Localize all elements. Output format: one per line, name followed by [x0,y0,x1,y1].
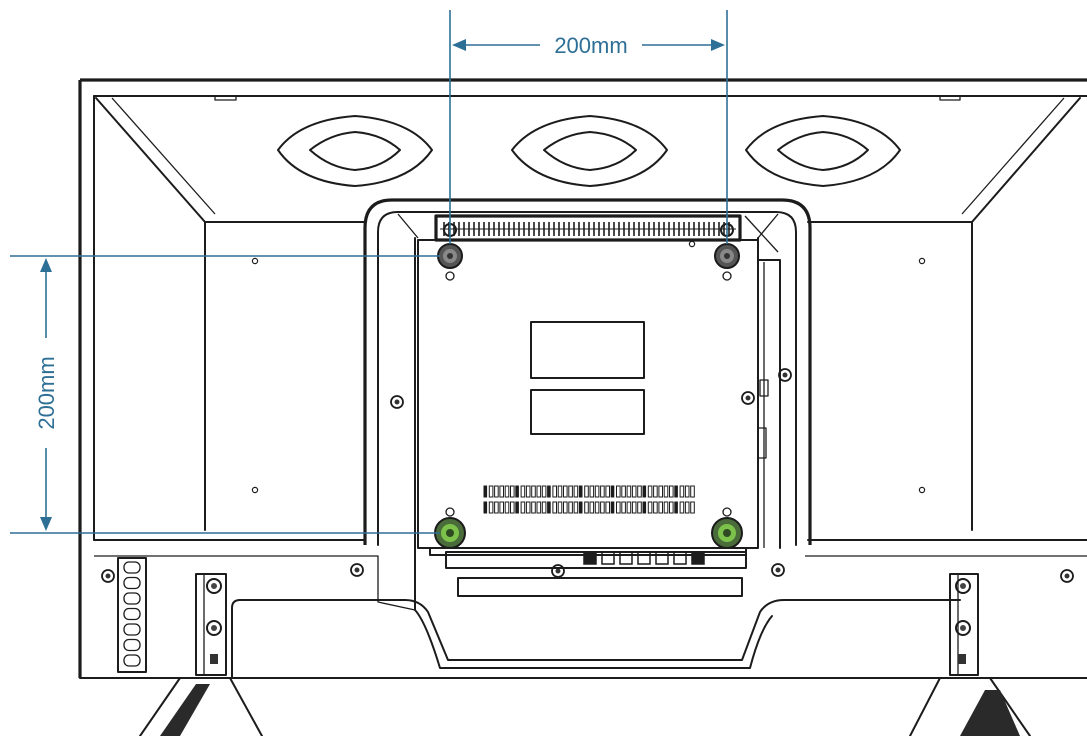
vent-slot-center [511,115,668,187]
stand-left [139,573,263,736]
tv-back-shell [78,78,1087,679]
mount-hole-bottom-left [434,507,466,549]
port-boxes [583,551,705,565]
vertical-dimension-label: 200mm [34,356,59,429]
vent-slot-left [277,115,433,187]
horizontal-dimension: 200mm [449,10,728,244]
label-area-top [530,321,645,379]
side-button-panel [117,557,147,673]
mount-hole-bottom-right [711,507,743,549]
horizontal-dimension-label: 200mm [554,33,627,58]
stand-right [909,573,1031,736]
label-area-bottom [530,389,645,435]
side-buttons [123,561,141,667]
vent-slot-right [745,115,901,187]
center-housing [363,198,812,611]
lower-base [117,547,961,679]
bottom-vent-slots [483,485,695,514]
bottom-slot [457,577,743,597]
vent-slots [277,115,901,187]
vertical-dimension: 200mm [10,255,440,534]
top-grille-slots [440,222,736,236]
screws [101,240,1074,583]
vesa-mount-plate [417,214,759,549]
